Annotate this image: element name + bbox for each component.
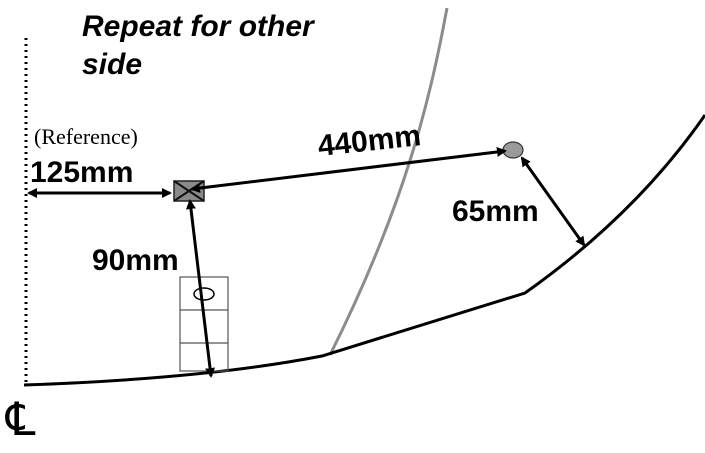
dimension-label-90: 90mm: [92, 244, 179, 277]
dimension-arrow-65: [520, 156, 586, 247]
reference-label: (Reference): [34, 124, 138, 149]
title-line-1: Repeat for other: [82, 10, 314, 43]
body-outline-curve: [23, 114, 705, 387]
dimension-arrow-90: [185, 199, 216, 378]
gray-curve: [328, 7, 449, 356]
measurement-point-marker: [502, 141, 524, 159]
dimension-arrow-440: [190, 147, 507, 193]
dimension-label-125: 125mm: [30, 156, 134, 189]
dimension-label-65: 65mm: [452, 195, 539, 228]
title-line-2: side: [82, 48, 143, 81]
centerline-symbol: ℄: [6, 392, 36, 446]
reference-point-marker: [173, 180, 205, 202]
